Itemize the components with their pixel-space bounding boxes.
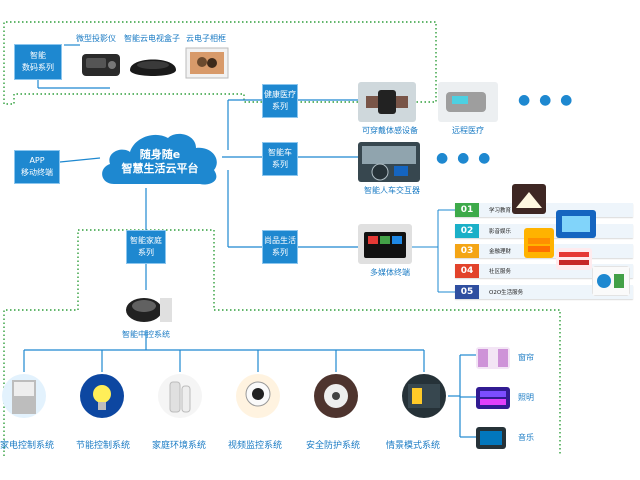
cloud-title: 随身随e xyxy=(139,148,181,161)
tvbox-label: 智能云电视盒子 xyxy=(124,34,180,43)
wearable-label: 可穿戴体感设备 xyxy=(362,126,418,135)
scene-mode-icon xyxy=(402,374,446,418)
service-label: 学习教育 xyxy=(489,208,512,214)
service-num: 01 xyxy=(455,203,479,217)
shop-series-box[interactable]: 尚品生活 系列 xyxy=(262,230,298,264)
wearable-device-icon xyxy=(358,82,416,122)
entertainment-photo-icon xyxy=(556,210,596,238)
central-control-device-icon xyxy=(126,298,172,322)
energy-control-icon xyxy=(80,374,124,418)
home-system-label-4: 视频监控系统 xyxy=(228,441,283,451)
more-health-ellipsis: ● ● ● xyxy=(518,92,575,108)
health-series-box[interactable]: 健康医疗 系列 xyxy=(262,84,298,118)
scene-label-curtain: 窗帘 xyxy=(518,353,534,362)
service-label: 影音娱乐 xyxy=(489,229,512,235)
cloud-platform-icon xyxy=(102,133,217,185)
service-label: 社区服务 xyxy=(489,269,512,275)
finance-photo-icon xyxy=(524,228,554,258)
service-num: 05 xyxy=(455,285,479,299)
o2o-photo-icon xyxy=(592,266,630,296)
app-mobile-box[interactable]: APP 移动终端 xyxy=(14,150,60,184)
community-photo-icon xyxy=(556,248,592,270)
central-control-label: 智能中控系统 xyxy=(122,330,170,339)
car-line1: 智能车 xyxy=(268,148,292,157)
shop-line1: 尚品生活 xyxy=(264,236,296,245)
media-terminal-label: 多媒体终端 xyxy=(370,268,410,277)
service-label: 金融理财 xyxy=(489,249,512,255)
security-protection-icon xyxy=(314,374,358,418)
home-system-label-3: 家庭环境系统 xyxy=(152,441,207,451)
home-line2: 系列 xyxy=(138,248,154,257)
digital-series-box[interactable]: 智能 数码系列 xyxy=(14,44,62,80)
more-car-ellipsis: ● ● ● xyxy=(436,150,493,166)
telemedicine-label: 远程医疗 xyxy=(452,126,484,135)
car-series-box[interactable]: 智能车 系列 xyxy=(262,142,298,176)
home-system-label-5: 安全防护系统 xyxy=(306,441,361,451)
frame-label: 云电子相框 xyxy=(186,34,226,43)
service-num: 02 xyxy=(455,224,479,238)
photo-frame-icon xyxy=(185,47,229,79)
lighting-icon xyxy=(476,387,510,409)
app-line2: 移动终端 xyxy=(21,168,53,177)
car-interaction-label: 智能人车交互器 xyxy=(364,186,420,195)
home-line1: 智能家庭 xyxy=(130,236,162,245)
home-system-label-2: 节能控制系统 xyxy=(76,441,131,451)
digital-line1: 智能 xyxy=(30,51,46,60)
shop-line2: 系列 xyxy=(272,248,288,257)
environment-system-icon xyxy=(158,374,202,418)
cloud-subtitle: 智慧生活云平台 xyxy=(121,162,199,175)
service-num: 03 xyxy=(455,244,479,258)
projector-icon xyxy=(82,54,120,76)
car-line2: 系列 xyxy=(272,160,288,169)
video-surveillance-icon xyxy=(236,374,280,418)
home-system-label-1: 家电控制系统 xyxy=(0,441,55,451)
home-system-label-6: 情景模式系统 xyxy=(386,441,441,451)
service-num: 04 xyxy=(455,264,479,278)
service-label: O2O生活服务 xyxy=(489,290,524,296)
home-series-box[interactable]: 智能家庭 系列 xyxy=(126,230,166,264)
service-row-5[interactable]: 05 O2O生活服务 xyxy=(455,285,633,299)
tvbox-icon xyxy=(130,59,176,76)
music-icon xyxy=(476,427,506,449)
scene-label-music: 音乐 xyxy=(518,433,534,442)
appliance-control-icon xyxy=(2,374,46,418)
scene-label-lighting: 照明 xyxy=(518,393,534,402)
media-terminal-icon xyxy=(358,224,412,264)
education-photo-icon xyxy=(512,184,546,214)
digital-line2: 数码系列 xyxy=(22,63,54,72)
curtain-icon xyxy=(476,347,510,369)
health-line2: 系列 xyxy=(272,102,288,111)
telemedicine-icon xyxy=(438,82,498,122)
health-line1: 健康医疗 xyxy=(264,90,296,99)
app-line1: APP xyxy=(29,156,45,165)
projector-label: 微型投影仪 xyxy=(76,34,116,43)
car-interaction-icon xyxy=(358,142,420,182)
